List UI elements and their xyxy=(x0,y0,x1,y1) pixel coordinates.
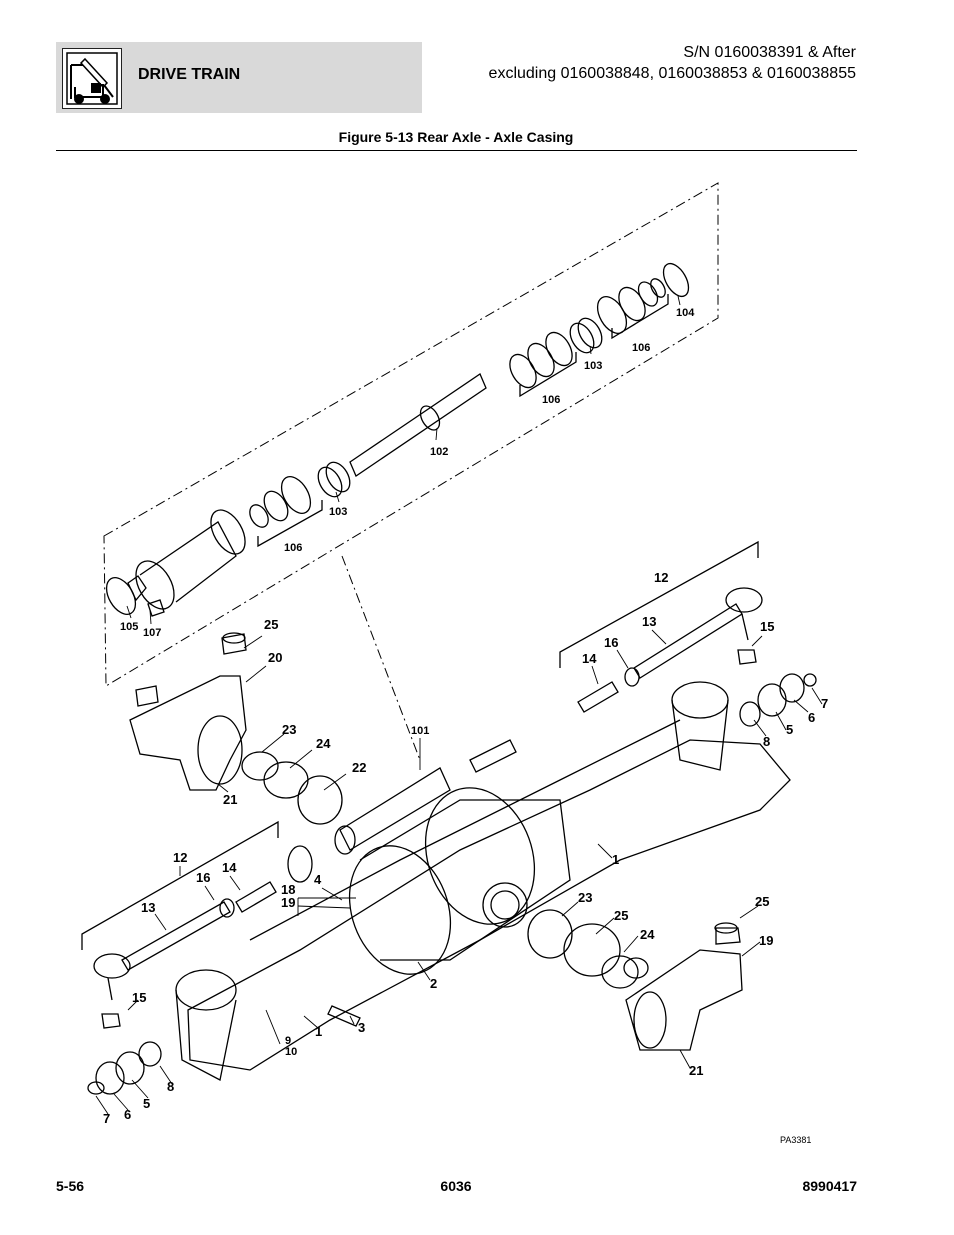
callout-5b: 5 xyxy=(143,1096,150,1111)
callout-18: 19 xyxy=(281,895,295,910)
callout-7b: 7 xyxy=(103,1111,110,1126)
callout-13b: 13 xyxy=(141,900,155,915)
header-rule xyxy=(56,150,857,151)
callout-7a: 7 xyxy=(821,696,828,711)
callout-16a: 16 xyxy=(604,635,618,650)
callout-22b: 23 xyxy=(578,890,592,905)
section-title: DRIVE TRAIN xyxy=(138,66,241,83)
callout-4: 4 xyxy=(314,872,322,887)
serial-range: S/N 0160038391 & After excluding 0160038… xyxy=(489,42,856,84)
artwork-id: PA3381 xyxy=(780,1135,811,1145)
callout-23b: 24 xyxy=(640,927,655,942)
figure-title: Figure 5-13 Rear Axle - Axle Casing xyxy=(338,129,574,145)
callout-20: 20 xyxy=(268,650,282,665)
callout-16b: 16 xyxy=(196,870,210,885)
callout-15b: 15 xyxy=(132,990,146,1005)
callout-6b: 6 xyxy=(124,1107,131,1122)
callout-104: 104 xyxy=(676,307,695,319)
callout-14a: 14 xyxy=(582,651,597,666)
callout-25a: 25 xyxy=(264,617,278,632)
callout-17: 18 xyxy=(281,882,295,897)
callout-105: 105 xyxy=(120,621,138,633)
callout-10: 10 xyxy=(285,1046,297,1058)
callout-8a: 8 xyxy=(763,734,770,749)
callout-23a: 23 xyxy=(282,722,296,737)
header-banner: DRIVE TRAIN xyxy=(56,42,422,113)
callout-24b: 25 xyxy=(614,908,628,923)
serial-line-2: excluding 0160038848, 0160038853 & 01600… xyxy=(488,65,856,82)
callout-8b: 8 xyxy=(167,1079,174,1094)
callout-103a: 103 xyxy=(329,506,347,518)
callout-25b: 25 xyxy=(755,894,769,909)
callout-1a: 1 xyxy=(612,852,619,867)
model-number: 6036 xyxy=(440,1178,472,1194)
callout-9: 9 xyxy=(285,1035,291,1047)
telehandler-logo-icon xyxy=(62,48,122,109)
callout-12a: 12 xyxy=(654,570,668,585)
callout-107: 107 xyxy=(143,627,161,639)
callout-2: 2 xyxy=(430,976,437,991)
callout-102: 102 xyxy=(430,446,448,458)
callout-21b: 21 xyxy=(689,1063,703,1078)
callout-24a: 24 xyxy=(316,736,331,751)
callout-15a: 15 xyxy=(760,619,774,634)
manual-number: 8990417 xyxy=(802,1178,857,1194)
callout-14b: 14 xyxy=(222,860,237,875)
callout-3: 3 xyxy=(358,1020,365,1035)
callout-103b: 103 xyxy=(584,360,602,372)
callout-1b: 1 xyxy=(315,1024,322,1039)
page-number: 5-56 xyxy=(56,1178,85,1194)
callout-12b: 12 xyxy=(173,850,187,865)
callout-101: 101 xyxy=(411,725,429,737)
callout-19: 19 xyxy=(759,933,773,948)
callout-106a: 106 xyxy=(284,542,302,554)
serial-line-1: S/N 0160038391 & After xyxy=(683,44,856,61)
callout-21a: 21 xyxy=(223,792,237,807)
callout-13a: 13 xyxy=(642,614,656,629)
callout-22a: 22 xyxy=(352,760,366,775)
callout-106c: 106 xyxy=(632,342,650,354)
callout-5a: 5 xyxy=(786,722,793,737)
callout-6a: 6 xyxy=(808,710,815,725)
callout-106b: 106 xyxy=(542,394,560,406)
